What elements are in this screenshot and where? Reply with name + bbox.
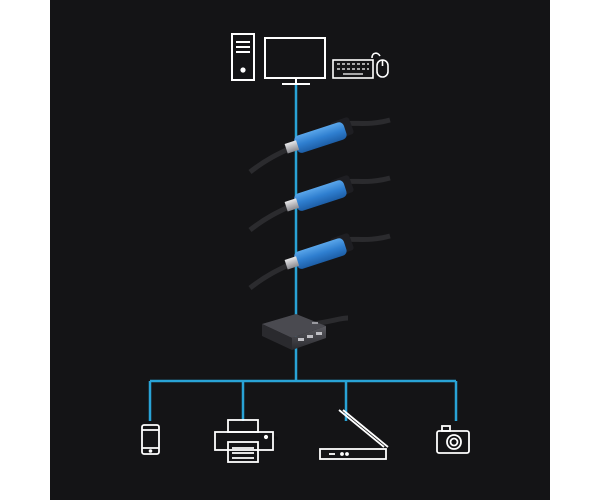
usb-topology-diagram <box>50 0 550 500</box>
flatbed-scanner-icon <box>319 409 389 460</box>
monitor-icon <box>264 37 326 85</box>
background <box>50 0 550 500</box>
printer-icon <box>214 419 274 463</box>
usb-extension-cable-1 <box>248 117 391 174</box>
smartphone-icon <box>141 424 160 455</box>
camera-icon <box>436 425 470 454</box>
diagram-canvas <box>50 0 550 500</box>
keyboard-icon <box>332 59 374 79</box>
computer-tower-icon <box>231 33 255 81</box>
usb-hub-icon <box>262 314 349 441</box>
mouse-icon <box>371 52 389 78</box>
usb-extension-cable-3 <box>248 233 391 290</box>
usb-extension-cable-2 <box>248 175 391 232</box>
